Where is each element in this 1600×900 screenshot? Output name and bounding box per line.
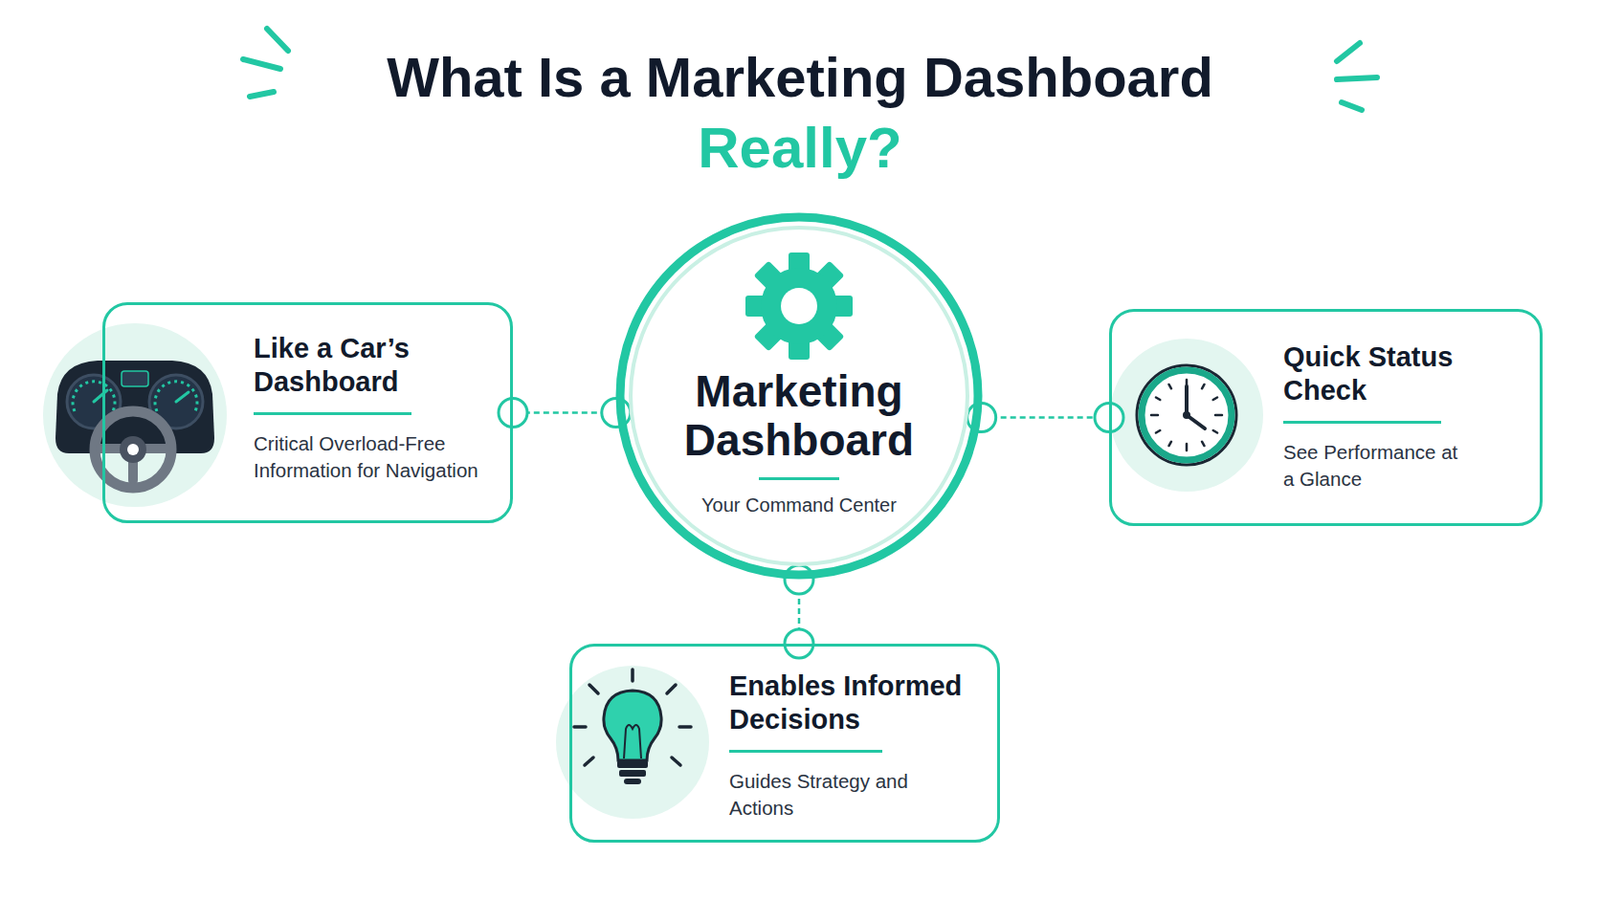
- light-rays: [574, 669, 691, 766]
- icon-ground: [43, 323, 227, 508]
- divider-line: [729, 750, 883, 754]
- wheel-center: [127, 444, 139, 456]
- tick: [1155, 430, 1160, 434]
- info-box: Quick Status CheckSee Performance at a G…: [1109, 309, 1543, 527]
- steering-wheel: [94, 411, 172, 489]
- dashed-connector: [498, 399, 631, 428]
- display: [121, 371, 149, 387]
- car-dashboard-icon: [43, 323, 227, 508]
- accent-stroke: [249, 91, 274, 97]
- bulb-base: [619, 770, 646, 778]
- gauge-scale: [155, 381, 198, 412]
- tick: [1185, 444, 1189, 451]
- info-box: Like a Car’s DashboardCritical Overload-…: [102, 302, 513, 524]
- ray: [574, 725, 586, 730]
- tick: [1213, 398, 1218, 401]
- bulb-tip: [623, 778, 642, 785]
- connector-node-dot: [498, 399, 528, 428]
- divider-line: [758, 477, 840, 481]
- title-highlight: Really?: [0, 114, 1600, 181]
- ray: [630, 669, 635, 682]
- icon-ground: [555, 666, 710, 820]
- node-heading: Enables Informed Decisions: [729, 669, 980, 737]
- clock-ring: [1141, 370, 1232, 461]
- ray: [584, 757, 594, 766]
- tick: [1155, 398, 1160, 401]
- gauge-scale: [72, 381, 115, 412]
- tick: [1215, 414, 1223, 418]
- tick: [1201, 442, 1205, 446]
- tick: [1169, 384, 1173, 389]
- accent-stroke: [1336, 43, 1360, 62]
- dashed-connector: [967, 403, 1124, 433]
- accent-stroke: [1336, 77, 1378, 80]
- node-heading: Like a Car’s Dashboard: [253, 332, 493, 400]
- ray: [589, 685, 599, 694]
- node-description: Your Command Center: [701, 492, 897, 520]
- connector-line: [981, 416, 1110, 420]
- outer-ring: [620, 217, 978, 576]
- info-box: Enables Informed DecisionsGuides Strateg…: [569, 644, 1000, 844]
- tick: [1213, 430, 1218, 434]
- gear-hole: [780, 288, 818, 325]
- inner-ring: [630, 227, 968, 565]
- clock-rim: [1136, 365, 1237, 466]
- accent-stroke: [266, 28, 289, 51]
- icon-ground: [1110, 338, 1264, 492]
- lightbulb-icon: [555, 666, 710, 820]
- tick: [1151, 414, 1158, 418]
- bulb-glass: [603, 690, 662, 761]
- divider-line: [1283, 421, 1442, 424]
- ray: [666, 685, 676, 694]
- minute-hand: [1184, 386, 1189, 416]
- tick: [1169, 442, 1173, 446]
- title: What Is a Marketing Dashboard: [0, 45, 1600, 111]
- bulb-base: [617, 760, 648, 769]
- ray: [679, 725, 691, 730]
- hub-circle: Marketing DashboardYour Command Center: [615, 212, 983, 580]
- wheel-hub: [119, 436, 147, 464]
- node-heading: Quick Status Check: [1283, 340, 1523, 408]
- clock-center: [1182, 411, 1191, 420]
- accent-stroke: [243, 59, 281, 69]
- node-description: Guides Strategy and Actions: [729, 768, 921, 823]
- gear-icon: [745, 252, 853, 360]
- node-description: See Performance at a Glance: [1283, 439, 1462, 494]
- gear-body: [760, 267, 838, 345]
- filament: [623, 725, 642, 759]
- tick: [1201, 384, 1205, 389]
- clock-icon: [1110, 338, 1264, 492]
- accent-stroke: [1341, 102, 1362, 111]
- ray: [671, 757, 681, 766]
- connector-node-dot: [784, 565, 814, 595]
- divider-line: [253, 412, 412, 416]
- clock-ticks: [1151, 379, 1223, 451]
- node-heading: Marketing Dashboard: [665, 367, 934, 465]
- node-description: Critical Overload-Free Information for N…: [253, 430, 484, 486]
- gauge-needle: [176, 392, 189, 402]
